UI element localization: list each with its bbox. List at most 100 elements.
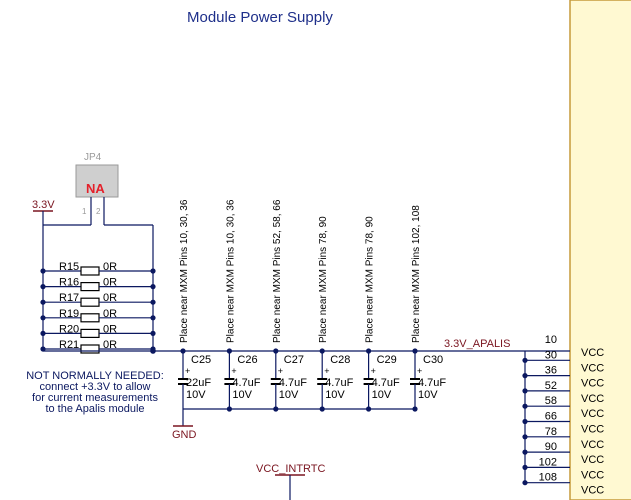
resistor-ref: R17 bbox=[59, 292, 79, 304]
junction-dot bbox=[40, 346, 46, 352]
junction-dot bbox=[150, 299, 156, 305]
pin-number: 66 bbox=[545, 411, 557, 423]
junction-dot bbox=[522, 403, 528, 409]
sheet-title: Module Power Supply bbox=[187, 9, 333, 26]
junction-dot bbox=[522, 388, 528, 394]
resistor-body bbox=[80, 328, 100, 338]
pin-name: VCC bbox=[581, 439, 604, 451]
capacitor-ref: C26 bbox=[237, 354, 257, 366]
jumper-pin2: 2 bbox=[96, 207, 101, 216]
junction-dot bbox=[150, 268, 156, 274]
net-label-rtc: VCC_INTRTC bbox=[256, 463, 326, 475]
capacitor-ref: C25 bbox=[191, 354, 211, 366]
resistor-value: 0R bbox=[103, 261, 117, 273]
resistor-body bbox=[80, 313, 100, 323]
junction-dot bbox=[150, 284, 156, 290]
jumper-routing bbox=[42, 224, 154, 351]
net-label-apalis: 3.3V_APALIS bbox=[444, 338, 510, 350]
connector-pin-30: 30 VCC bbox=[522, 349, 604, 374]
capacitor-voltage: 10V bbox=[325, 389, 345, 401]
junction-dot bbox=[150, 330, 156, 336]
pin-name: VCC bbox=[581, 469, 604, 481]
resistor-ref: R19 bbox=[59, 308, 79, 320]
pin-number: 30 bbox=[545, 349, 557, 361]
capacitor-voltage: 10V bbox=[232, 389, 252, 401]
capacitor-voltage: 10V bbox=[372, 389, 392, 401]
capacitor-placement-note: Place near MXM Pins 52, 58, 66 bbox=[272, 199, 283, 343]
note-line: for current measurements bbox=[32, 392, 158, 404]
junction-dot bbox=[40, 299, 46, 305]
pin-name: VCC bbox=[581, 424, 604, 436]
junction-dot bbox=[40, 330, 46, 336]
capacitor-polarity: + bbox=[324, 366, 329, 376]
capacitor-polarity: + bbox=[278, 366, 283, 376]
junction-dot bbox=[273, 406, 279, 412]
pin-number: 90 bbox=[545, 441, 557, 453]
resistor-ref: R21 bbox=[59, 339, 79, 351]
resistor-ref: R20 bbox=[59, 323, 79, 335]
junction-dot bbox=[522, 434, 528, 440]
capacitor-placement-note: Place near MXM Pins 10, 30, 36 bbox=[179, 199, 190, 343]
capacitor-voltage: 10V bbox=[418, 389, 438, 401]
jumper-jp4: JP4 NA 1 2 bbox=[75, 152, 119, 225]
capacitor-polarity: + bbox=[371, 366, 376, 376]
capacitor-placement-note: Place near MXM Pins 102, 108 bbox=[411, 205, 422, 343]
capacitor-placement-note: Place near MXM Pins 78, 90 bbox=[318, 216, 329, 343]
junction-dot bbox=[522, 464, 528, 470]
pin-number: 108 bbox=[539, 472, 557, 484]
jumper-ref: JP4 bbox=[84, 152, 102, 163]
note-line: NOT NORMALLY NEEDED: bbox=[26, 370, 164, 382]
junction-dot bbox=[522, 480, 528, 486]
resistor-r19: R19 0R bbox=[40, 308, 156, 323]
capacitor-ref: C27 bbox=[284, 354, 304, 366]
pin-number: 52 bbox=[545, 380, 557, 392]
pin-name: VCC bbox=[581, 378, 604, 390]
note-line: to the Apalis module bbox=[45, 403, 144, 415]
junction-dot bbox=[366, 406, 372, 412]
junction-dot bbox=[226, 406, 232, 412]
connector-pins: 10VCC30VCC36VCC52VCC58VCC66VCC78VCC90VCC… bbox=[522, 334, 604, 497]
pin-name: VCC bbox=[581, 454, 604, 466]
junction-dot bbox=[522, 418, 528, 425]
pin-name: VCC bbox=[581, 347, 604, 359]
apalis-connector-body bbox=[569, 0, 631, 500]
apalis-net bbox=[43, 350, 570, 481]
pin-number: 10 bbox=[545, 334, 557, 346]
junction-dot bbox=[319, 406, 325, 412]
supply-3v3-symbol: 3.3V bbox=[32, 199, 55, 225]
capacitor-value: 4.7uF bbox=[418, 377, 446, 389]
resistor-value: 0R bbox=[103, 308, 117, 320]
capacitor-value: 4.7uF bbox=[372, 377, 400, 389]
ground-symbol: GND bbox=[172, 425, 197, 441]
junction-dot bbox=[412, 406, 418, 412]
pin-name: VCC bbox=[581, 485, 604, 497]
capacitor-value: 4.7uF bbox=[232, 377, 260, 389]
pin-number: 78 bbox=[545, 426, 557, 438]
capacitor-ref: C28 bbox=[330, 354, 350, 366]
pin-number: 102 bbox=[539, 456, 557, 468]
capacitor-polarity: + bbox=[417, 366, 422, 376]
capacitor-polarity: + bbox=[231, 366, 236, 376]
capacitor-placement-note: Place near MXM Pins 78, 90 bbox=[365, 216, 376, 343]
resistor-body bbox=[80, 282, 100, 292]
capacitor-voltage: 10V bbox=[186, 389, 206, 401]
capacitor-value: 4.7uF bbox=[279, 377, 307, 389]
junction-dot bbox=[522, 357, 528, 363]
connector-pin-52: 52 VCC bbox=[522, 380, 604, 405]
